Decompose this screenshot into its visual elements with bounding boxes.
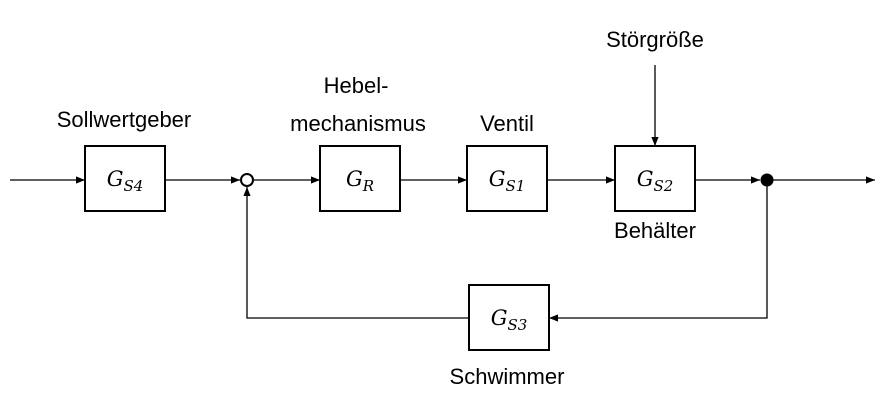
block-gs3 xyxy=(468,284,550,351)
label-hebel-line2: mechanismus xyxy=(290,111,426,136)
summing-point xyxy=(240,173,254,187)
block-gr xyxy=(319,145,401,212)
gs2-symbol: GS2 xyxy=(637,167,674,195)
branch-point xyxy=(760,173,774,187)
gs1-symbol: GS1 xyxy=(489,167,526,195)
block-gs4 xyxy=(84,145,166,212)
feedback-to-sum-arrow xyxy=(243,187,469,319)
gr-symbol: GR xyxy=(346,167,374,195)
label-behaelter: Behälter xyxy=(614,218,696,243)
feedback-to-gs3-arrow xyxy=(549,180,768,322)
label-stoergroesse: Störgröße xyxy=(606,27,704,52)
label-schwimmer: Schwimmer xyxy=(450,364,565,389)
block-gs2 xyxy=(614,145,696,212)
gs4-symbol: GS4 xyxy=(107,167,144,195)
label-sollwertgeber: Sollwertgeber xyxy=(57,107,192,132)
label-ventil: Ventil xyxy=(480,111,534,136)
gs3-symbol: GS3 xyxy=(491,306,528,334)
block-gs1 xyxy=(466,145,548,212)
label-hebel-line1: Hebel- xyxy=(324,73,389,98)
